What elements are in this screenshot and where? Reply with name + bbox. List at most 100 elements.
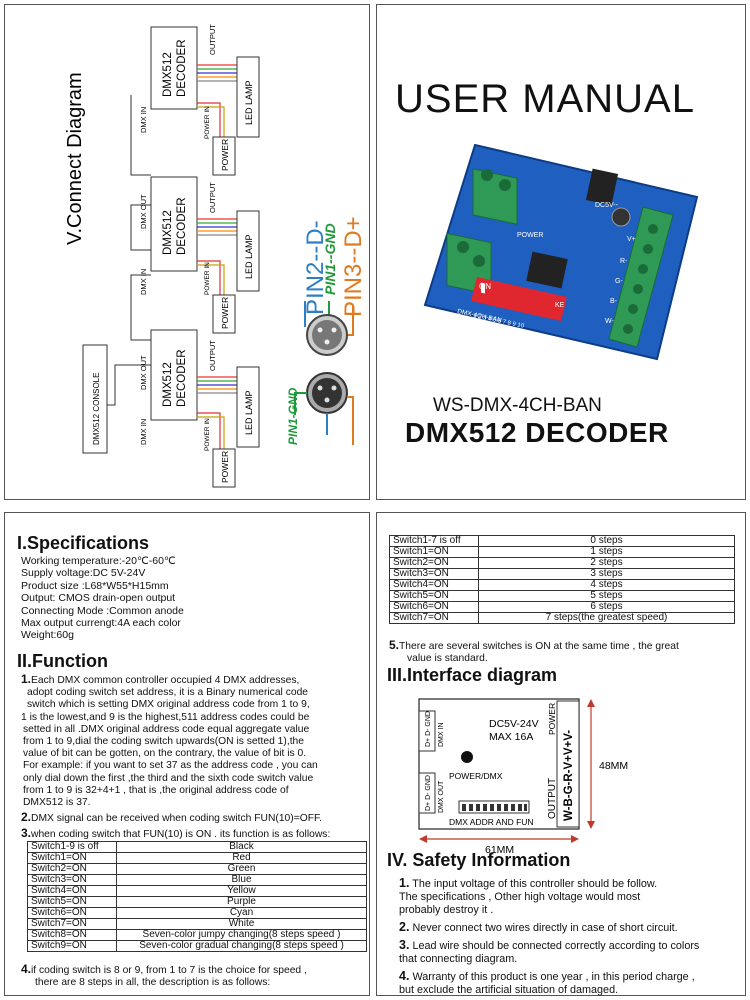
function-heading: II.Function [17,651,108,671]
function-line: For example: if you want to set 37 as th… [23,760,318,772]
switch-cell: Switch1-7 is off [389,535,479,547]
function-line: 1 is the lowest,and 9 is the highest,511… [21,711,310,723]
led-lamp-box-3: LED LAMP [236,366,260,448]
power-dmx-led [461,751,473,763]
output-pins-label: W-B-G-R-V+V+V- [563,730,575,821]
safety-item-4: 4. Warranty of this product is one year … [399,970,739,997]
led-lamp-label: LED LAMP [244,80,254,125]
safety-item-1: 1. The input voltage of this controller … [399,877,739,917]
board-label: V+ [627,236,636,243]
power-label: POWER [220,451,230,483]
function-line: Each DMX common controller occupied 4 DM… [31,675,300,686]
value-cell: 6 steps [478,601,735,613]
spec-line: Supply voltage:DC 5V-24V [21,567,146,580]
board-label: DC5V-- [595,202,619,209]
power-box-2: POWER [212,294,236,334]
item-number: 2. [399,920,410,934]
manual-title: USER MANUAL [395,77,695,121]
cover-panel: USER MANUAL [376,4,746,500]
item-number: 1. [21,672,32,686]
item-number: 4. [21,962,32,976]
height-dimension-label: 48MM [599,760,628,772]
connect-diagram: V.Connect Diagram DMX512 DECODER DMX512 … [64,24,367,488]
power-in-label: POWER IN [204,106,211,139]
power-box-3: POWER [212,448,236,488]
switch-cell: Switch4=ON [389,579,479,591]
value-cell: Black [116,841,367,853]
function-line: from 1 to 9 is 32+4+1 , that is ,the ori… [23,784,289,796]
function-line: when coding switch that FUN(10) is ON . … [31,829,331,841]
board-label: W- [605,318,614,325]
switch-cell: Switch4=ON [27,885,117,897]
value-cell: 5 steps [478,590,735,602]
function-line: value of bit can be gotten, on the contr… [23,748,307,760]
spec-line: Product size :L68*W55*H15mm [21,579,169,592]
power-label: POWER [220,139,230,171]
output-wires-3 [197,376,237,394]
item-number: 3. [399,938,410,952]
item-number: 2. [21,810,32,825]
pin2-label: PIN2--D- [302,220,329,315]
interface-heading: III.Interface diagram [387,665,558,685]
spec-function-panel: I.Specifications Working temperature:-20… [4,512,370,996]
switch-cell: Switch6=ON [389,601,479,613]
function-line: DMX signal can be received when coding s… [31,813,323,825]
dip-ke-label: KE [555,302,565,309]
switch-cell: Switch1=ON [389,546,479,558]
dmx-addr-label: DMX ADDR AND FUN [449,817,534,827]
switch-cell: Switch6=ON [27,907,117,919]
function-line: from 1 to 9,dial the coding switch upwar… [23,736,305,748]
safety-line: but exclude the artificial situation of … [399,984,619,996]
board-image: ON KE 1 2 3 4 5 6 7 8 9 10 DC5V-- V+ R- … [423,143,699,361]
dmx-in-label: DMX IN [139,269,148,295]
terminal-left-top [472,168,518,225]
value-cell: Cyan [116,907,367,919]
safety-list: 1. The input voltage of this controller … [399,877,739,997]
switch-cell: Switch1=ON [27,852,117,864]
dmx-link-3 [105,364,151,406]
value-cell: 0 steps [478,535,735,547]
output-label: OUTPUT [208,182,217,213]
led-lamp-box-2: LED LAMP [236,210,260,292]
specifications-list: Working temperature:-20℃-60℃ Supply volt… [21,555,184,642]
board-label: REV5.2 [459,319,481,329]
value-cell: Yellow [116,885,367,897]
value-cell: 4 steps [478,579,735,591]
xlr-connector-top [306,314,348,356]
output-wires-2 [197,218,237,236]
dip-on-label: ON [479,282,491,291]
switch-cell: Switch9=ON [27,940,117,952]
decoder-label: DECODER [176,349,188,407]
function-item-5: 5.There are several switches is ON at th… [389,639,739,665]
function-line: switch which is setting DMX original add… [27,699,310,711]
board-label: R- [620,258,628,265]
decoder-label: DMX512 [162,210,174,255]
function-line: DMX512 is 37. [23,797,91,809]
power-in-label: POWER IN [204,418,211,451]
dmx-in-label: DMX IN [139,419,148,445]
board-label: 68*55MM [457,329,483,340]
function-line: There are several switches is ON at the … [399,641,679,652]
safety-heading: IV. Safety Information [387,850,571,870]
value-cell: Red [116,852,367,864]
capacitor [611,207,631,227]
item-number: 3. [21,826,32,841]
safety-item-3: 3. Lead wire should be connected correct… [399,939,739,966]
safety-line: probably destroy it . [399,904,494,916]
power-label: POWER [547,703,557,735]
dmx-console-box: DMX512 CONSOLE [82,344,108,454]
voltage-label: DC5V-24V [489,718,539,730]
product-model: WS-DMX-4CH-BAN [433,395,602,416]
safety-line: Lead wire should be connected correctly … [412,940,700,952]
